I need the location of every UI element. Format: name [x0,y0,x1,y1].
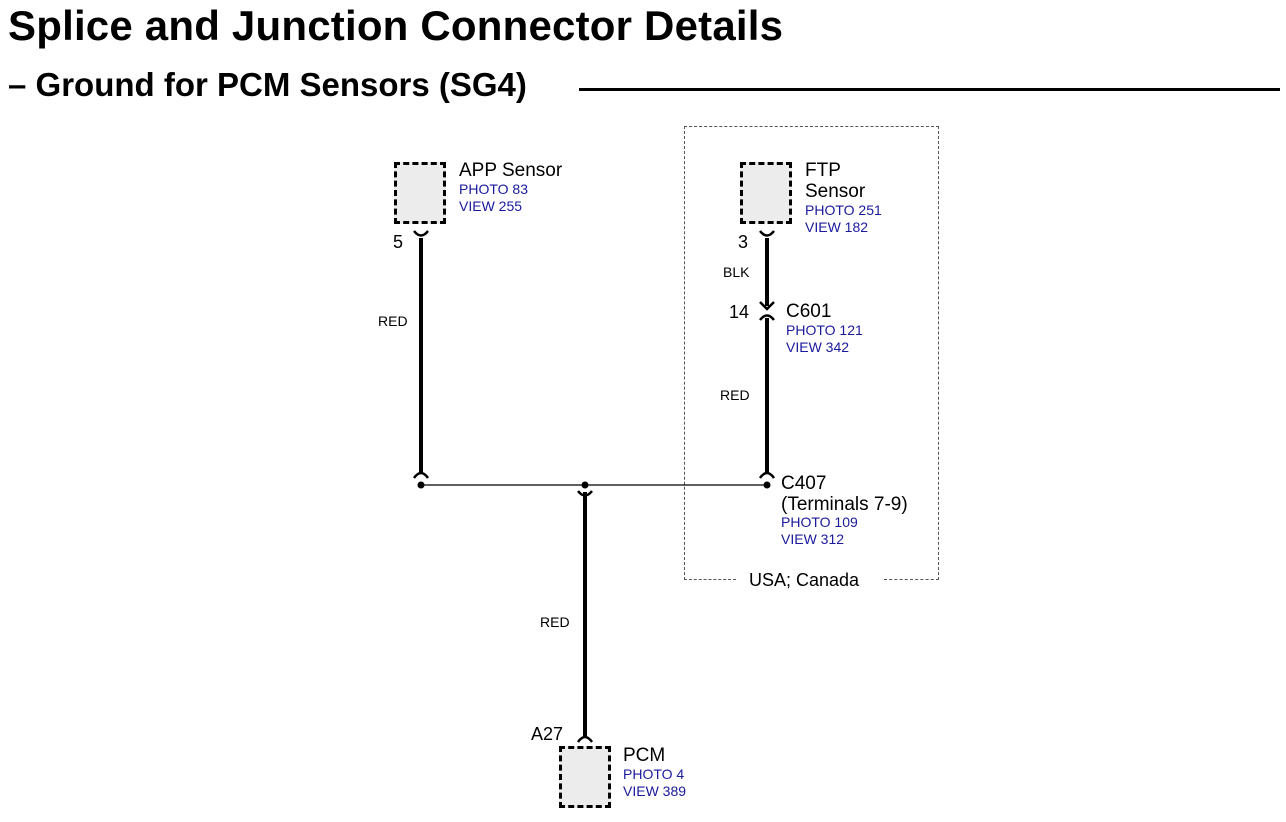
c407-view-link[interactable]: VIEW 312 [781,531,845,547]
region-label: USA; Canada [749,570,860,590]
app-pin-symbol [413,230,429,237]
c601-pin: 14 [729,302,750,322]
pcm-pin-symbol [576,735,594,743]
app-sensor-pin: 5 [393,232,404,252]
pcm-connector [559,746,611,808]
ftp-sensor-connector [740,162,792,224]
c407-left-symbol [412,471,430,479]
c601-view-link[interactable]: VIEW 342 [786,339,850,355]
c601-wire-color: RED [720,387,750,403]
region-box-bottom-right [884,579,939,580]
c601-label: C601 [786,301,832,322]
splice-node-left [417,481,425,489]
c601-photo-link[interactable]: PHOTO 121 [786,322,863,338]
pcm-photo-link[interactable]: PHOTO 4 [623,766,685,782]
c407-photo-link[interactable]: PHOTO 109 [781,514,858,530]
c407-right-symbol [758,471,776,479]
pcm-label: PCM [623,745,666,766]
region-box [684,126,939,580]
ftp-pin-symbol [759,230,775,237]
app-sensor-photo-link[interactable]: PHOTO 83 [459,181,528,197]
c407-terminals: (Terminals 7-9) [781,494,908,515]
pcm-pin: A27 [531,724,564,744]
pcm-wire-color: RED [540,614,570,630]
region-box-bottom-left [684,579,736,580]
ftp-sensor-pin: 3 [738,232,749,252]
page-title: Splice and Junction Connector Details [8,2,784,49]
subtitle-rule [579,88,1280,91]
ftp-wire-color: BLK [723,264,750,280]
splice-down-symbol [577,490,593,497]
c407-label: C407 [781,473,827,494]
splice-node-center [581,481,589,489]
splice-node-right [763,481,771,489]
app-sensor-view-link[interactable]: VIEW 255 [459,198,523,214]
app-wire-color: RED [378,313,408,329]
app-sensor-label: APP Sensor [459,160,563,181]
app-sensor-connector [394,162,446,224]
ftp-sensor-label-line2: Sensor [805,181,866,202]
page-subtitle: – Ground for PCM Sensors (SG4) [8,66,527,103]
c601-male-symbol [759,301,775,311]
c601-female-symbol [759,314,775,321]
pcm-view-link[interactable]: VIEW 389 [623,783,687,799]
ftp-sensor-view-link[interactable]: VIEW 182 [805,219,869,235]
ftp-sensor-photo-link[interactable]: PHOTO 251 [805,202,882,218]
ftp-sensor-label-line1: FTP [805,160,841,181]
